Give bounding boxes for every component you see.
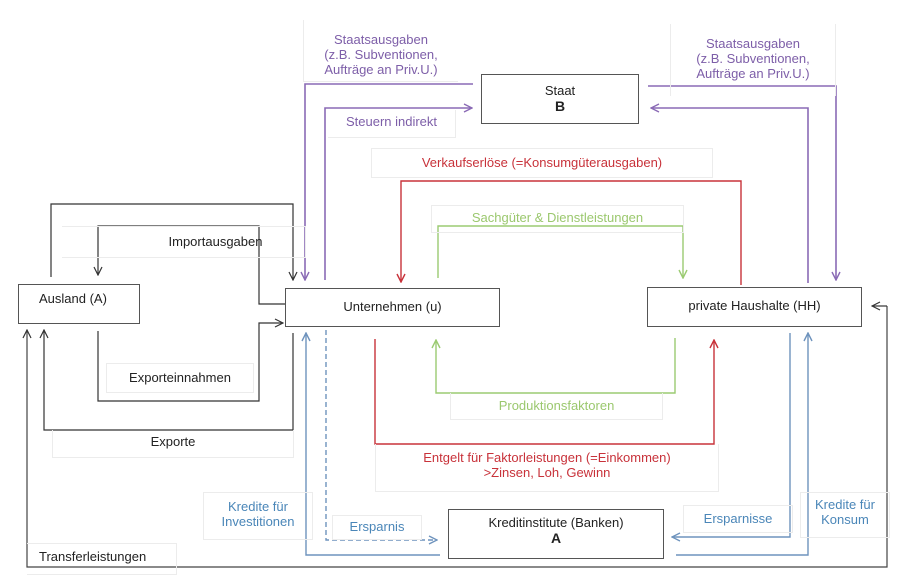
node-staat-letter: B xyxy=(554,98,566,114)
node-staat: Staat B xyxy=(481,74,639,124)
label-kredite-investitionen-l2: Investitionen xyxy=(221,514,295,529)
label-sachgueter: Sachgüter & Dienstleistungen xyxy=(431,205,684,233)
arrow-steuern-indirekt xyxy=(324,108,472,280)
label-exporte-text: Exporte xyxy=(150,434,196,449)
node-unternehmen-title: Unternehmen (u) xyxy=(343,299,442,314)
arrow-produktionsfaktoren xyxy=(436,338,676,394)
node-haushalte: private Haushalte (HH) xyxy=(647,287,862,327)
arrow-exporteinnahmen xyxy=(97,323,283,402)
label-steuern-indirekt-text: Steuern indirekt xyxy=(345,114,438,129)
node-ausland-title: Ausland (A) xyxy=(39,291,107,306)
label-kredite-konsum: Kredite für Konsum xyxy=(800,492,890,538)
label-transferleistungen: Transferleistungen xyxy=(27,543,177,575)
label-sachgueter-text: Sachgüter & Dienstleistungen xyxy=(471,210,644,225)
label-entgelt: Entgelt für Faktorleistungen (=Einkommen… xyxy=(375,444,719,492)
node-banken-title: Kreditinstitute (Banken) xyxy=(488,515,624,530)
label-ersparnisse: Ersparnisse xyxy=(683,505,793,533)
arrow-sachgueter xyxy=(437,225,683,278)
label-steuern-indirekt: Steuern indirekt xyxy=(328,110,456,138)
label-exporteinnahmen: Exporteinnahmen xyxy=(106,363,254,393)
arrow-transferleistungen xyxy=(27,306,888,568)
arrow-ausland-to-unternehmen xyxy=(50,203,293,280)
label-staatsausgaben-left-l3: Aufträge an Priv.U.) xyxy=(324,62,438,77)
arrow-ersparnisse xyxy=(672,333,791,537)
label-staatsausgaben-left-l1: Staatsausgaben xyxy=(334,32,428,47)
arrow-exporte xyxy=(44,330,294,431)
label-kredite-investitionen: Kredite für Investitionen xyxy=(203,492,313,540)
label-importausgaben: Importausgaben xyxy=(62,226,306,258)
arrow-verkaufserloese xyxy=(401,180,742,285)
label-staatsausgaben-left: Staatsausgaben (z.B. Subventionen, Auftr… xyxy=(303,20,458,82)
arrow-kredite-investitionen xyxy=(306,333,440,556)
node-ausland: Ausland (A) xyxy=(18,284,140,324)
label-entgelt-l2: >Zinsen, Loh, Gewinn xyxy=(483,465,611,480)
node-unternehmen: Unternehmen (u) xyxy=(285,288,500,327)
node-staat-title: Staat xyxy=(544,83,576,98)
node-haushalte-title: private Haushalte (HH) xyxy=(688,298,821,313)
node-banken: Kreditinstitute (Banken) A xyxy=(448,509,664,559)
label-exporteinnahmen-text: Exporteinnahmen xyxy=(129,370,231,385)
label-staatsausgaben-right-l1: Staatsausgaben xyxy=(706,36,800,51)
label-staatsausgaben-right-l2: (z.B. Subventionen, xyxy=(696,51,810,66)
label-entgelt-l1: Entgelt für Faktorleistungen (=Einkommen… xyxy=(423,450,671,465)
label-staatsausgaben-left-l2: (z.B. Subventionen, xyxy=(324,47,438,62)
arrow-staatsausgaben-right xyxy=(648,85,836,280)
label-staatsausgaben-right: Staatsausgaben (z.B. Subventionen, Auftr… xyxy=(670,24,836,96)
arrow-ersparnis xyxy=(325,330,437,540)
label-produktionsfaktoren: Produktionsfaktoren xyxy=(450,393,663,420)
label-verkaufserloese: Verkaufserlöse (=Konsumgüterausgaben) xyxy=(371,148,713,178)
arrow-entgelt xyxy=(374,339,714,445)
label-ersparnis: Ersparnis xyxy=(332,515,422,540)
label-exporte: Exporte xyxy=(52,430,294,458)
label-ersparnis-text: Ersparnis xyxy=(349,519,405,534)
label-kredite-konsum-l1: Kredite für xyxy=(815,497,875,512)
label-kredite-konsum-l2: Konsum xyxy=(821,512,869,527)
arrow-kredite-konsum xyxy=(676,333,808,556)
arrow-staatsausgaben-left xyxy=(305,83,473,280)
arrow-steuern-hh xyxy=(651,108,809,283)
label-transferleistungen-text: Transferleistungen xyxy=(39,549,147,564)
label-produktionsfaktoren-text: Produktionsfaktoren xyxy=(498,398,615,413)
label-verkaufserloese-text: Verkaufserlöse (=Konsumgüterausgaben) xyxy=(421,155,663,170)
label-kredite-investitionen-l1: Kredite für xyxy=(228,499,288,514)
label-ersparnisse-text: Ersparnisse xyxy=(703,511,773,526)
label-staatsausgaben-right-l3: Aufträge an Priv.U.) xyxy=(696,66,810,81)
node-banken-letter: A xyxy=(550,530,562,546)
label-importausgaben-text: Importausgaben xyxy=(168,234,263,249)
